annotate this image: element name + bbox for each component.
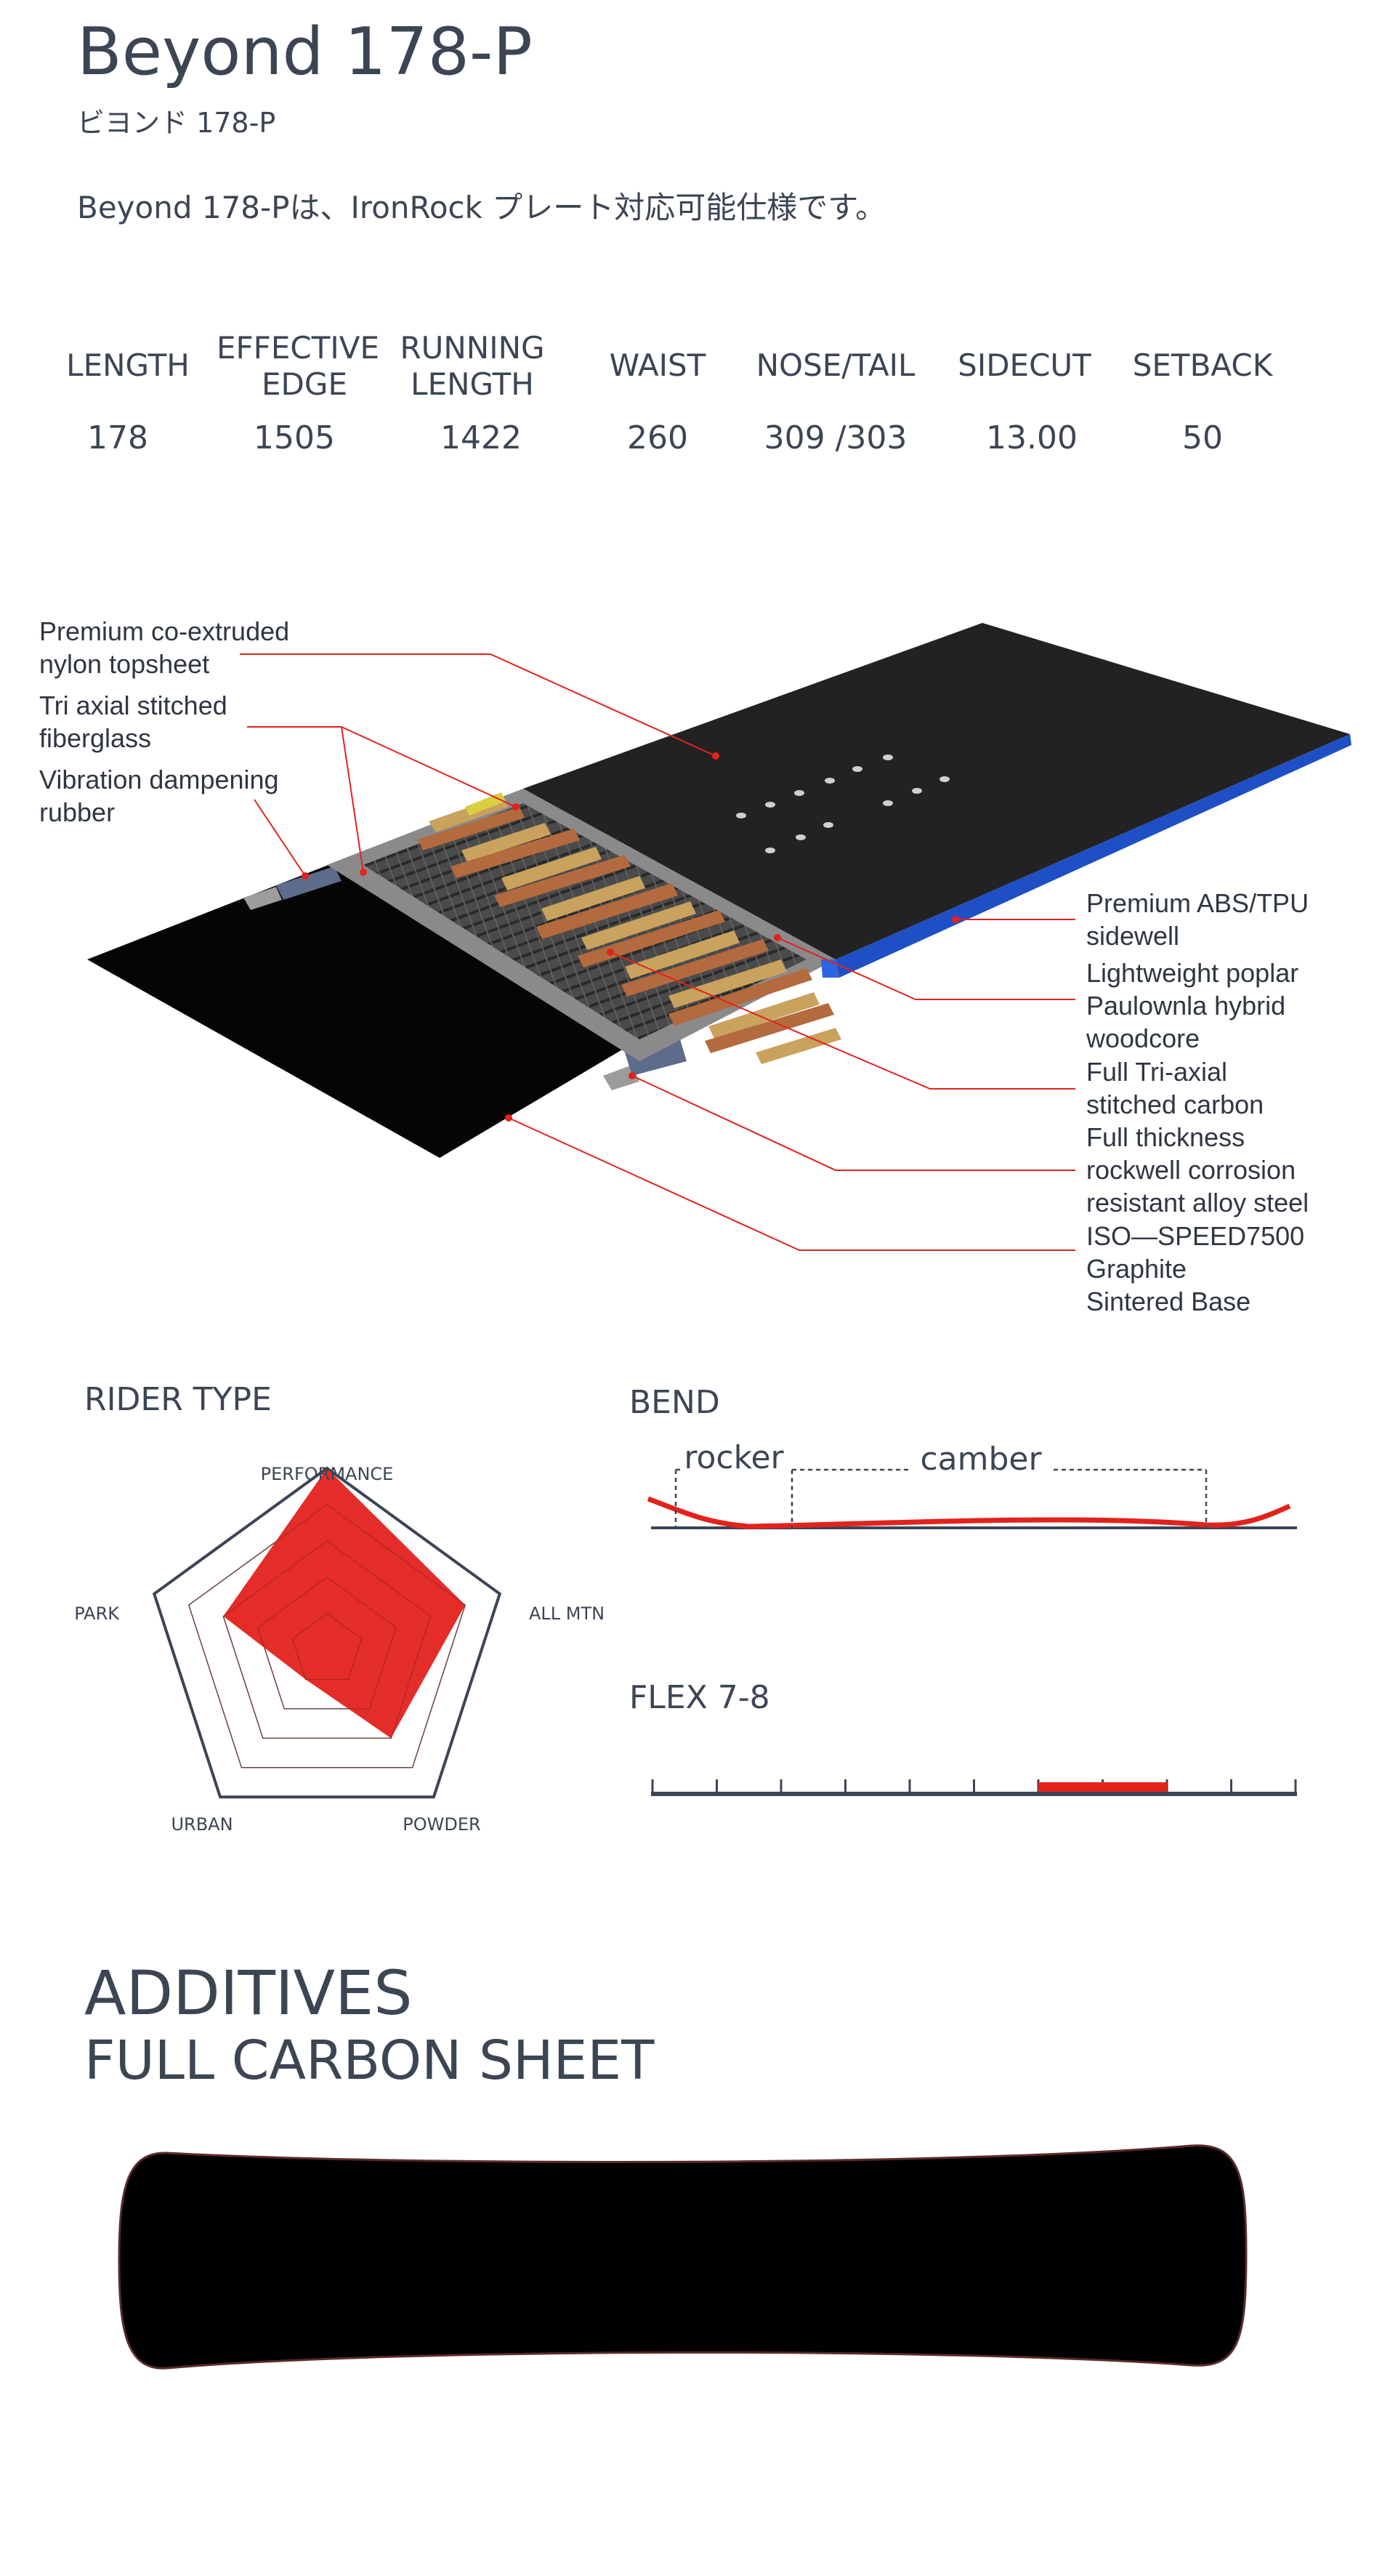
leader-dots bbox=[302, 752, 959, 1122]
radar-inner-ring bbox=[222, 1540, 432, 1739]
leader-lines bbox=[240, 653, 1075, 1251]
label-line: Premium ABS/TPU bbox=[1086, 888, 1309, 918]
bend-zones bbox=[674, 1468, 1208, 1528]
top-sheet bbox=[523, 623, 1350, 959]
radar-label-all-mtn: ALL MTN bbox=[529, 1603, 605, 1624]
spec-header-label: EFFECTIVE bbox=[216, 330, 380, 366]
radar-label-park: PARK bbox=[74, 1603, 120, 1624]
layer-label-fiberglass: Tri axial stitched fiberglass bbox=[39, 689, 227, 754]
spec-header-effective-edge: EFFECTIVE EDGE bbox=[211, 330, 385, 403]
steel-edge bbox=[243, 887, 282, 910]
spec-value-effective-edge: 1505 bbox=[254, 419, 335, 456]
spec-header-label: SIDECUT bbox=[958, 347, 1091, 383]
label-line: Full thickness bbox=[1086, 1122, 1245, 1152]
spec-value-nose-tail: 309 /303 bbox=[764, 419, 908, 456]
label-line: rockwell corrosion bbox=[1086, 1155, 1296, 1185]
radar-inner-ring bbox=[257, 1577, 397, 1710]
bend-profile: rocker camber bbox=[647, 1439, 1297, 1529]
radar-inner-ring bbox=[188, 1504, 466, 1768]
label-line: resistant alloy steel bbox=[1086, 1188, 1309, 1217]
radar-label-urban: URBAN bbox=[171, 1814, 233, 1835]
layer-label-steel-edge: Full thickness rockwell corrosion resist… bbox=[1086, 1121, 1309, 1219]
flex-title: FLEX 7-8 bbox=[629, 1679, 770, 1716]
label-line: Tri axial stitched bbox=[39, 691, 227, 720]
layer-label-topsheet: Premium co-extruded nylon topsheet bbox=[39, 615, 289, 680]
layer-label-carbon: Full Tri-axial stitched carbon bbox=[1086, 1055, 1264, 1121]
carbon-sheet bbox=[118, 2144, 1248, 2370]
label-line: sidewell bbox=[1086, 921, 1180, 951]
spec-header-label: NOSE/TAIL bbox=[756, 347, 916, 383]
radar-axis-labels: PERFORMANCE ALL MTN POWDER URBAN PARK bbox=[74, 1464, 605, 1835]
label-line: Paulownla hybrid bbox=[1086, 991, 1286, 1021]
rubber-layer bbox=[276, 866, 342, 900]
layer-label-sidewall: Premium ABS/TPU sidewell bbox=[1086, 887, 1309, 952]
flex-scale bbox=[651, 1779, 1297, 1796]
flex-range-bar bbox=[1038, 1782, 1167, 1792]
layer-label-base: ISO—SPEED7500 Graphite Sintered Base bbox=[1086, 1220, 1304, 1318]
label-line: Sintered Base bbox=[1086, 1287, 1251, 1316]
spec-header-label: WAIST bbox=[609, 347, 706, 383]
spec-header-setback: SETBACK bbox=[1123, 347, 1282, 384]
spec-header-label: LENGTH bbox=[411, 366, 534, 402]
spec-header-waist: WAIST bbox=[585, 347, 730, 384]
label-line: Vibration dampening bbox=[39, 765, 279, 794]
layer-label-woodcore: Lightweight poplar Paulownla hybrid wood… bbox=[1086, 957, 1298, 1055]
bend-curve bbox=[647, 1496, 1291, 1529]
layer-label-rubber: Vibration dampening rubber bbox=[39, 763, 279, 829]
spec-value-sidecut: 13.00 bbox=[986, 419, 1078, 456]
spec-header-label: EDGE bbox=[262, 366, 347, 402]
spec-header-length: LENGTH bbox=[55, 347, 201, 384]
spec-value-length: 178 bbox=[87, 419, 148, 456]
label-line: stitched carbon bbox=[1086, 1090, 1264, 1119]
carbon-sheet-shape bbox=[118, 2144, 1248, 2370]
spec-value-setback: 50 bbox=[1182, 419, 1223, 456]
label-line: Premium co-extruded bbox=[39, 616, 290, 646]
radar-grid-ring bbox=[152, 1466, 502, 1799]
sidewall bbox=[836, 734, 1351, 978]
rider-type-radar: PERFORMANCE ALL MTN POWDER URBAN PARK bbox=[74, 1464, 605, 1835]
camber-label: camber bbox=[920, 1441, 1042, 1478]
spec-header-label: LENGTH bbox=[66, 347, 190, 383]
label-line: ISO—SPEED7500 bbox=[1086, 1221, 1305, 1251]
steel-edge bbox=[603, 1065, 639, 1090]
label-line: nylon topsheet bbox=[39, 649, 210, 679]
radar-label-performance: PERFORMANCE bbox=[261, 1464, 394, 1484]
radar-label-powder: POWDER bbox=[403, 1814, 480, 1835]
binding-inserts bbox=[736, 754, 950, 853]
spec-header-running-length: RUNNING LENGTH bbox=[392, 330, 552, 403]
rocker-label: rocker bbox=[684, 1439, 784, 1476]
additives-title: ADDITIVES bbox=[84, 1957, 413, 2029]
spec-header-label: RUNNING bbox=[400, 330, 545, 366]
product-description: Beyond 178-Pは、IronRock プレート対応可能仕様です。 bbox=[77, 190, 886, 225]
bend-title: BEND bbox=[629, 1384, 720, 1421]
label-line: fiberglass bbox=[39, 723, 152, 753]
label-line: Lightweight poplar bbox=[1086, 958, 1299, 988]
rider-type-title: RIDER TYPE bbox=[84, 1381, 272, 1418]
page-subtitle: ビヨンド 178-P bbox=[77, 107, 276, 139]
radar-inner-ring bbox=[291, 1613, 363, 1680]
spec-header-nose-tail: NOSE/TAIL bbox=[737, 347, 934, 384]
spec-value-running-length: 1422 bbox=[440, 419, 522, 456]
spec-header-label: SETBACK bbox=[1132, 347, 1273, 383]
label-line: woodcore bbox=[1086, 1023, 1200, 1053]
woodcore bbox=[418, 792, 841, 1064]
label-line: Graphite bbox=[1086, 1254, 1187, 1284]
spec-value-waist: 260 bbox=[627, 419, 688, 456]
radar-value-area bbox=[223, 1468, 466, 1739]
spec-header-sidecut: SIDECUT bbox=[945, 347, 1104, 384]
page-title: Beyond 178-P bbox=[77, 14, 533, 90]
additives-subtitle: FULL CARBON SHEET bbox=[84, 2029, 655, 2092]
label-line: Full Tri-axial bbox=[1086, 1057, 1228, 1087]
construction-diagram bbox=[87, 623, 1351, 1251]
label-line: rubber bbox=[39, 797, 116, 827]
